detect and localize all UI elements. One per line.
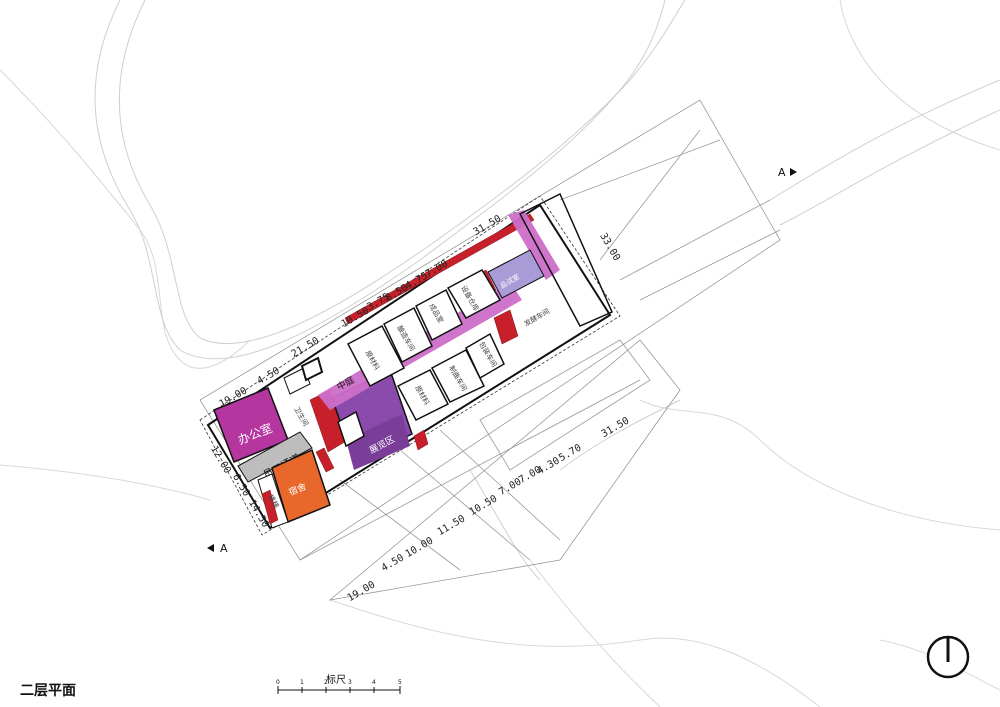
dormitory-room (271, 448, 331, 524)
dim-top-5: 7.00 (424, 258, 450, 280)
room-label-fermentation: 发酵车间 (522, 306, 551, 328)
section-mark-top: A (778, 166, 786, 179)
room-label-small1: 卫生间 (292, 405, 310, 428)
scale-tick-4: 4 (372, 679, 376, 686)
dim-bottom1-5: 5.70 (557, 442, 583, 464)
scale-tick-2: 2 (324, 679, 328, 686)
tasting-room (487, 249, 545, 299)
scale-tick-0: 0 (276, 679, 280, 686)
dim-bottom1-4: 4.30 (535, 455, 561, 477)
staff-corridor (237, 431, 313, 483)
visitor-route-vertical (508, 210, 560, 280)
building-dashed-outline (199, 195, 621, 536)
scale-tick-5: 5 (398, 679, 402, 686)
scale-bar: 0 1 2 3 4 5 (276, 679, 402, 694)
north-arrow-icon (926, 635, 970, 679)
process-rooms (337, 269, 505, 448)
dim-bottom2-3: 4.50 (380, 552, 406, 574)
section-mark-bottom: A (220, 542, 228, 555)
scale-label: 标尺 (326, 675, 346, 686)
section-marks: A A (207, 166, 797, 555)
road (94, 0, 1000, 581)
scale-tick-1: 1 (300, 679, 304, 686)
scale-tick-3: 3 (348, 679, 352, 686)
dim-bottom1-1: 10.50 (468, 493, 500, 518)
small-room-2 (300, 356, 324, 382)
sheet-title: 二层平面 (20, 683, 76, 699)
exhibition-ext (346, 414, 410, 470)
dim-bottom2-1: 11.50 (436, 513, 468, 538)
annex-outline (518, 192, 613, 327)
dim-lefttop-3: 21.50 (290, 335, 322, 360)
